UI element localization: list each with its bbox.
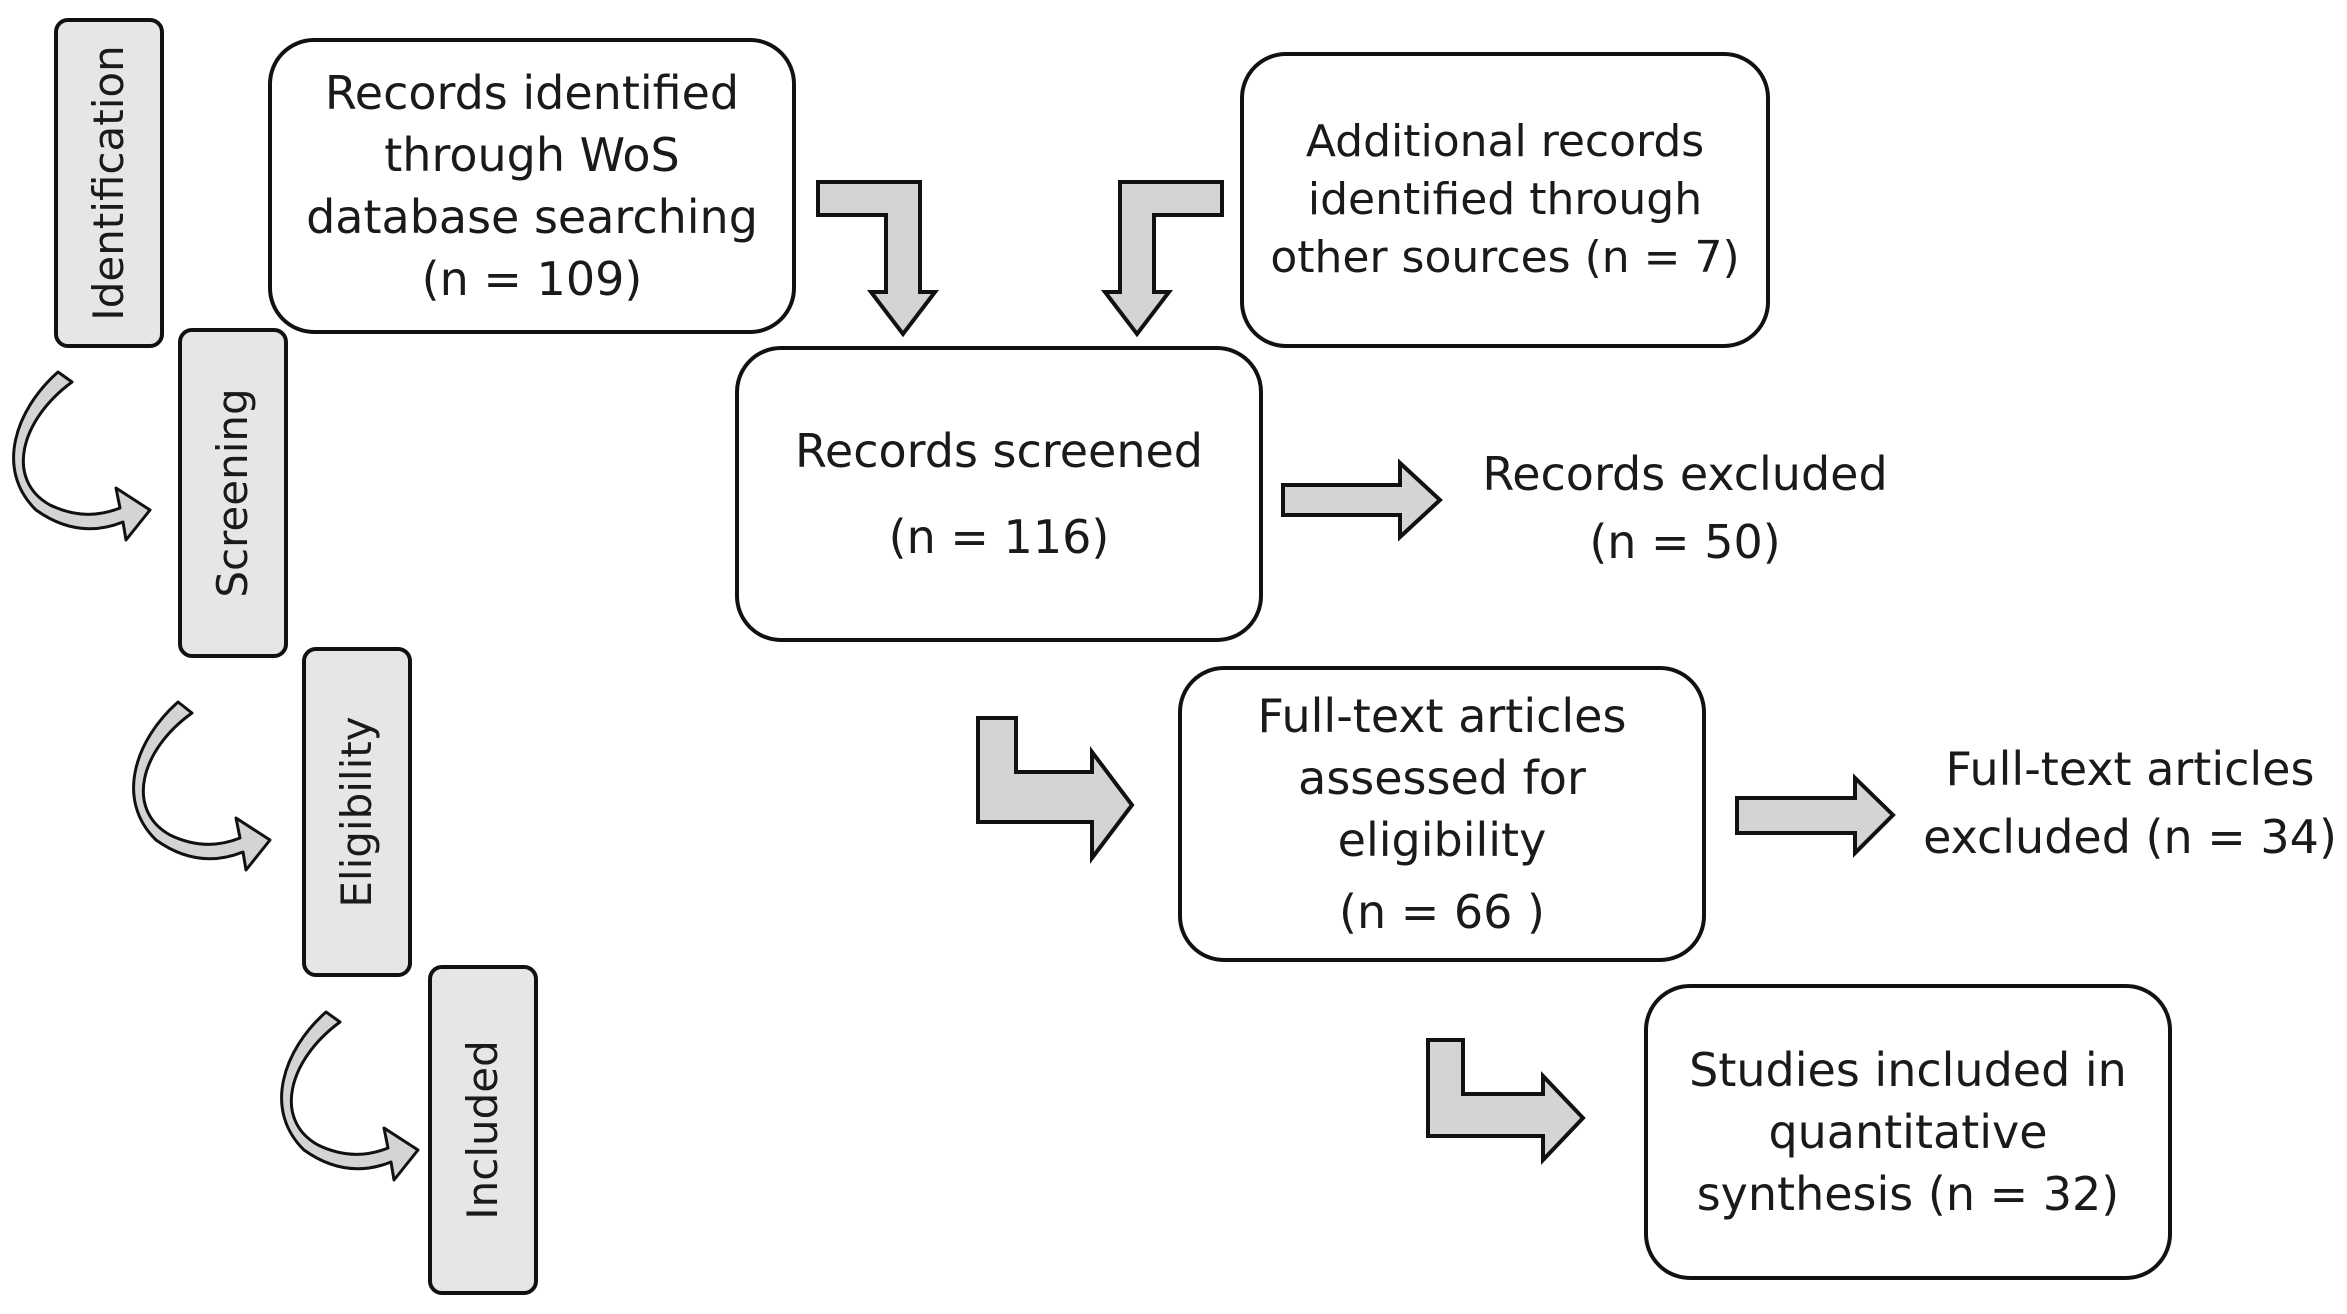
- box-line: (n = 109): [421, 252, 643, 306]
- elbow-arrow-additional-to-screened: [1100, 180, 1224, 338]
- text-line: excluded (n = 34): [1923, 810, 2337, 864]
- box-line: eligibility: [1337, 813, 1547, 867]
- box-line: quantitative: [1768, 1105, 2048, 1159]
- stage-label: Identification: [84, 45, 133, 321]
- stage-label: Screening: [208, 388, 257, 598]
- box-line: Records screened: [795, 424, 1203, 478]
- stage-eligibility: Eligibility: [302, 647, 412, 977]
- stage-identification: Identification: [54, 18, 164, 348]
- stage-label: Eligibility: [332, 716, 381, 908]
- text-records-excluded: Records excluded (n = 50): [1460, 440, 1910, 576]
- arrow-to-studies-included: [1426, 1038, 1586, 1165]
- box-line: assessed for: [1298, 751, 1586, 805]
- text-fulltext-excluded: Full-text articles excluded (n = 34): [1920, 735, 2340, 871]
- box-line: Studies included in: [1689, 1043, 2127, 1097]
- box-line: Records identified: [324, 66, 740, 120]
- box-studies-included: Studies included in quantitative synthes…: [1644, 984, 2172, 1280]
- stage-transition-arrow: [12, 370, 152, 542]
- box-line: (n = 116): [888, 510, 1110, 564]
- stage-transition-arrow: [280, 1010, 420, 1182]
- box-line: (n = 66 ): [1339, 885, 1545, 939]
- stage-label: Included: [458, 1040, 507, 1220]
- box-line: synthesis (n = 32): [1696, 1167, 2120, 1221]
- box-line: identified through: [1307, 174, 1703, 225]
- box-line: through WoS: [384, 128, 680, 182]
- box-line: Full-text articles: [1257, 689, 1627, 743]
- box-records-screened: Records screened (n = 116): [735, 346, 1263, 642]
- arrow-to-records-excluded: [1281, 458, 1443, 542]
- text-line: (n = 50): [1589, 515, 1781, 569]
- box-line: database searching: [306, 190, 758, 244]
- stage-included: Included: [428, 965, 538, 1295]
- arrow-to-fulltext-assessed: [976, 716, 1135, 864]
- box-line: Additional records: [1305, 116, 1705, 167]
- stage-screening: Screening: [178, 328, 288, 658]
- box-fulltext-assessed: Full-text articles assessed for eligibil…: [1178, 666, 1706, 962]
- box-records-identified-wos: Records identified through WoS database …: [268, 38, 796, 334]
- box-additional-records: Additional records identified through ot…: [1240, 52, 1770, 348]
- box-line: other sources (n = 7): [1270, 232, 1740, 283]
- text-line: Records excluded: [1482, 447, 1888, 501]
- stage-transition-arrow: [132, 700, 272, 872]
- arrow-to-fulltext-excluded: [1735, 773, 1896, 858]
- elbow-arrow-wos-to-screened: [816, 180, 940, 338]
- text-line: Full-text articles: [1945, 742, 2315, 796]
